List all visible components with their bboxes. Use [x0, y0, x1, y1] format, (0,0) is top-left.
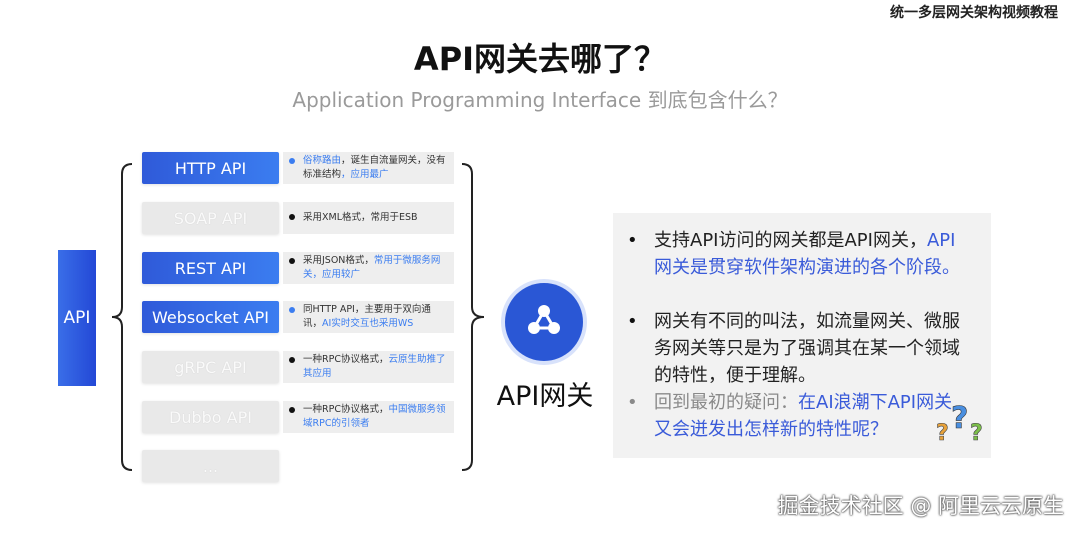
protocol-note: 俗称路由，诞生自流量网关，没有标准结构，应用最广	[283, 152, 454, 184]
bullet-1-text: 支持API访问的网关都是API网关，	[654, 230, 927, 251]
protocol-note: 同HTTP API，主要用于双向通讯，AI实时交互也采用WS	[283, 301, 454, 333]
note-text: ，应用最广	[341, 169, 389, 180]
note-text: 同HTTP API，主要用于双向通讯，	[303, 304, 431, 329]
bullet-marker: •	[627, 230, 638, 251]
protocol-pill: Dubbo API	[142, 401, 279, 433]
note-text: 采用JSON格式，	[303, 255, 374, 266]
protocol-pill: gRPC API	[142, 351, 279, 383]
bullet-2: 网关有不同的叫法，如流量网关、微服务网关等只是为了强调其在某一个领域的特性，便于…	[654, 311, 960, 386]
protocol-pill: ...	[142, 450, 279, 482]
protocol-pill: HTTP API	[142, 152, 279, 184]
svg-text:?: ?	[936, 421, 949, 446]
course-title: 统一多层网关架构视频教程	[890, 5, 1058, 21]
bullet-dot	[289, 307, 295, 313]
bullet-3: 回到最初的疑问：在AI浪潮下API网关又会迸发出怎样新的特性呢？	[654, 389, 970, 443]
network-nodes-icon	[528, 305, 560, 334]
left-brace	[111, 163, 133, 471]
right-brace	[461, 163, 485, 471]
note-text: 常用于微服务网关，应用较广	[303, 255, 441, 280]
protocol-pill: SOAP API	[142, 202, 279, 234]
note-text: 采用XML格式，常用于ESB	[303, 212, 418, 223]
protocol-pill: REST API	[142, 252, 279, 284]
bullet-marker: •	[627, 311, 638, 332]
protocol-row: SOAP API 采用XML格式，常用于ESB	[142, 202, 454, 234]
bullet-1: 支持API访问的网关都是API网关，API网关是贯穿软件架构演进的各个阶段。	[654, 227, 970, 281]
watermark: 掘金技术社区 @ 阿里云云原生	[777, 494, 1064, 518]
svg-text:?: ?	[970, 421, 983, 446]
question-marks-icon: ? ? ?	[936, 402, 983, 446]
note-text: 一种RPC协议格式，	[303, 354, 389, 365]
bullet-3-text: 回到最初的疑问：	[654, 392, 798, 413]
protocol-note: 采用JSON格式，常用于微服务网关，应用较广	[283, 252, 454, 284]
bullet-dot	[289, 258, 295, 264]
page-title: API网关去哪了？	[413, 40, 667, 78]
note-text: 俗称路由	[303, 155, 342, 166]
note-text: 中国微服务领域RPC的引领者	[303, 404, 446, 429]
protocol-note: 采用XML格式，常用于ESB	[283, 202, 454, 234]
note-text: ，诞生自流量网关，没有标准结构	[303, 155, 446, 180]
summary-panel: • 支持API访问的网关都是API网关，API网关是贯穿软件架构演进的各个阶段。…	[613, 213, 991, 458]
svg-text:?: ?	[951, 402, 968, 436]
protocol-pill: Websocket API	[142, 301, 279, 333]
page-subtitle: Application Programming Interface 到底包含什么…	[292, 88, 788, 112]
gateway-icon	[505, 283, 583, 361]
note-text: 云原生助推了其应用	[303, 354, 446, 379]
protocol-row: ...	[142, 450, 454, 482]
bullet-3-highlight: 在AI浪潮下API网关又会迸发出怎样新的特性呢？	[654, 392, 953, 440]
bullet-dot	[289, 214, 295, 220]
bullet-dot	[289, 158, 295, 164]
gateway-label: API网关	[496, 381, 594, 412]
api-root-box: API	[58, 250, 96, 386]
bullet-1-highlight: API网关是贯穿软件架构演进的各个阶段。	[654, 230, 960, 278]
bullet-dot	[289, 357, 295, 363]
protocol-note: 一种RPC协议格式，云原生助推了其应用	[283, 351, 454, 383]
bullet-dot	[289, 407, 295, 413]
note-text: 一种RPC协议格式，	[303, 404, 389, 415]
note-text: AI实时交互也采用WS	[322, 318, 414, 329]
protocol-note: 一种RPC协议格式，中国微服务领域RPC的引领者	[283, 401, 454, 433]
bullet-marker: •	[627, 392, 638, 413]
